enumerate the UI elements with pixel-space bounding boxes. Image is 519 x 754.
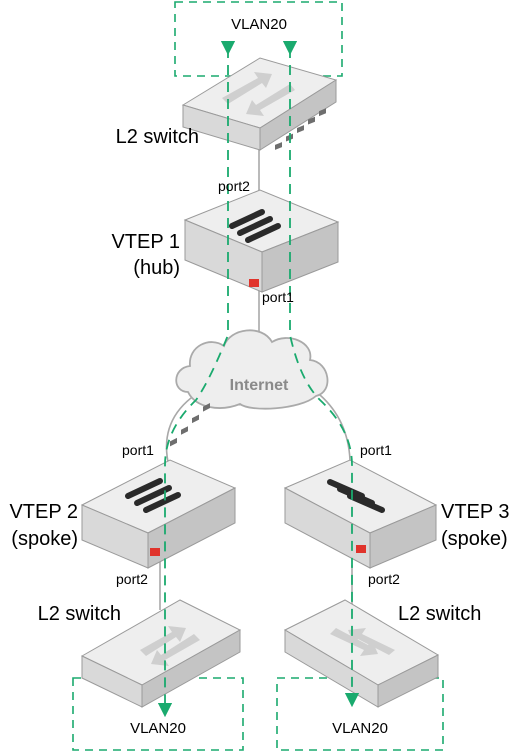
vlan-box-bottom-right: [276, 677, 444, 751]
top-l2-switch: [181, 57, 338, 151]
vtep2-device: [80, 402, 237, 569]
vtep2-role: (spoke): [11, 528, 78, 550]
vtep2-port-top: port1: [122, 442, 154, 458]
vtep3-label: VTEP 3: [441, 501, 510, 523]
vtep2-badge: [150, 548, 160, 556]
vlan-label-top: VLAN20: [231, 16, 287, 33]
internet-cloud: Internet: [175, 329, 329, 410]
vlan-label-bottom-left: VLAN20: [130, 720, 186, 737]
vtep1-badge: [249, 279, 259, 287]
tunnel-to-vtep2: [157, 40, 236, 718]
vtep3-port-top: port1: [360, 442, 392, 458]
vtep1-port-bottom: port1: [262, 289, 294, 305]
bottom-left-switch-label: L2 switch: [38, 603, 121, 625]
vtep3-port-bottom: port2: [368, 571, 400, 587]
vtep3-badge: [356, 545, 366, 553]
vtep1-port-top: port2: [218, 178, 250, 194]
vtep2-label: VTEP 2: [9, 501, 78, 523]
vtep3-role: (spoke): [441, 528, 508, 550]
vtep1-label: VTEP 1: [111, 231, 180, 253]
bottom-right-switch-label: L2 switch: [398, 603, 481, 625]
vxlan-tunnels: [157, 40, 360, 718]
top-switch-label: L2 switch: [116, 126, 199, 148]
tunnel-to-vtep3: [282, 40, 360, 708]
vtep1-role: (hub): [133, 257, 180, 279]
vlan-label-bottom-right: VLAN20: [332, 720, 388, 737]
internet-label: Internet: [230, 377, 289, 394]
vtep2-port-bottom: port2: [116, 571, 148, 587]
fortinet-logo-icon: [229, 209, 281, 243]
